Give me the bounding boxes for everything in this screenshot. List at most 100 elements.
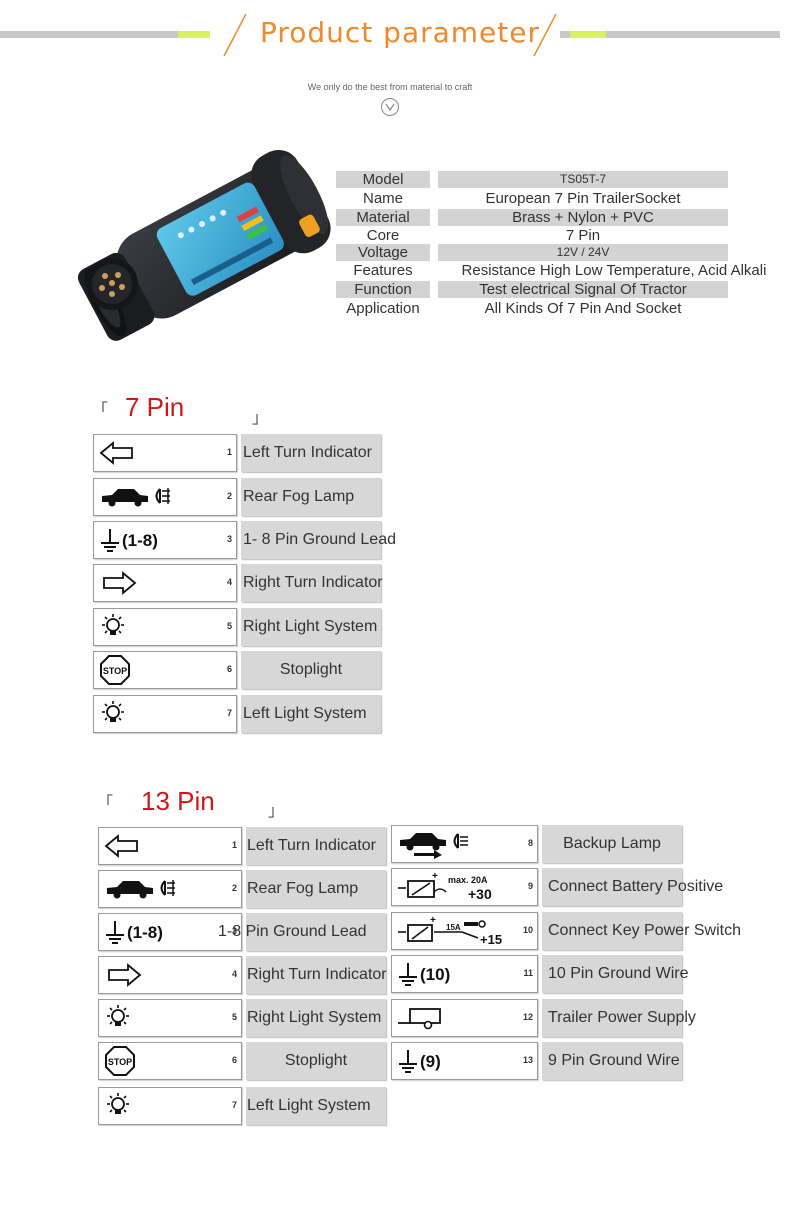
ground-icon: (1-8) (106, 921, 163, 944)
pin-number: 7 (231, 1100, 237, 1110)
pin-description-cell (246, 913, 386, 951)
spec-value: European 7 Pin TrailerSocket (485, 190, 681, 207)
reverse-car-icon (400, 833, 468, 859)
pin-icon-label: STOP (108, 1057, 132, 1067)
spec-row: Features Resistance High Low Temperature,… (336, 262, 796, 279)
pin-icon-cell: 12 (391, 999, 538, 1037)
bracket-open: 「 (97, 795, 114, 812)
pin-description: Left Turn Indicator (247, 837, 376, 854)
pin-description-cell (241, 434, 381, 472)
bracket-close: 」 (252, 410, 269, 427)
pin-number: 4 (226, 577, 232, 587)
ground-icon: (10) (399, 963, 450, 986)
pin-number: 13 (522, 1055, 533, 1065)
pin-description: Trailer Power Supply (548, 1009, 696, 1026)
pin-description-cell (246, 1087, 386, 1125)
pin-description: Right Turn Indicator (247, 966, 387, 983)
pin-icon-label: (9) (420, 1052, 441, 1071)
header-stripe-left (0, 31, 205, 38)
stop-icon: STOP (105, 1046, 135, 1076)
pin-number: 5 (231, 1012, 237, 1022)
pin-description-cell (246, 999, 386, 1037)
pin-description: Right Light System (243, 618, 378, 635)
bulb-icon (102, 614, 124, 635)
pin-description: Left Light System (243, 705, 367, 722)
spec-value: TS05T-7 (438, 171, 728, 188)
bulb-icon (102, 701, 124, 722)
spec-value: All Kinds Of 7 Pin And Socket (484, 300, 682, 317)
pin-description-cell (542, 955, 682, 993)
pin-icon-label-secondary: +30 (468, 886, 492, 902)
header-stripe-right (560, 31, 780, 38)
pin-description-cell (542, 999, 682, 1037)
pin-icon-cell: 1 (98, 827, 242, 865)
pin-icon-label-secondary: +15 (480, 932, 502, 947)
battery-icon: + max. 20A+30 (398, 872, 492, 902)
pin-icon-cell: + max. 20A+30 9 (391, 868, 538, 906)
pin-number: 7 (226, 708, 232, 718)
pin-icon-cell: (10)11 (391, 955, 538, 993)
trailer-icon (398, 1008, 441, 1030)
pin-description: Connect Battery Positive (548, 878, 724, 895)
bulb-icon (107, 1005, 129, 1026)
pin13-title: 13 Pin (141, 786, 215, 816)
pin-icon-cell: 2 (93, 478, 237, 516)
pin-icon-cell: (1-8) 3 (98, 913, 242, 951)
header-stripe-accent-right (570, 31, 606, 38)
pin-description-cell (241, 564, 381, 602)
pin-number: 6 (231, 1055, 237, 1065)
spec-row: Model TS05T-7 (336, 171, 796, 188)
key-battery-icon: +15A+15 (398, 916, 502, 947)
pin-description-cell (241, 608, 381, 646)
pin-icon-cell: 7 (98, 1087, 242, 1125)
pin-icon-cell: STOP 6 (93, 651, 237, 689)
pin-description-cell (542, 825, 682, 863)
pin-icon-cell: 4 (93, 564, 237, 602)
spec-row: Application All Kinds Of 7 Pin And Socket (336, 300, 796, 317)
header-slash-left (223, 13, 247, 57)
pin-number: 5 (226, 621, 232, 631)
spec-label: Function (336, 281, 430, 298)
spec-value: Resistance High Low Temperature, Acid Al… (461, 262, 767, 279)
pin-icon-label: STOP (103, 666, 127, 676)
pin-icon-label: max. 20A (448, 875, 488, 885)
spec-value: Brass + Nylon + PVC (438, 209, 728, 226)
pin-icon-label: (1-8) (127, 923, 163, 942)
pin7-title: 7 Pin (125, 392, 185, 422)
pin-number: 6 (226, 664, 232, 674)
spec-value: Test electrical Signal Of Tractor (438, 281, 728, 298)
pin-description-cell (241, 651, 381, 689)
pin-number: 3 (226, 534, 232, 544)
spec-label: Features (353, 262, 413, 279)
bracket-open: 「 (92, 402, 109, 419)
spec-label: Application (346, 300, 420, 317)
spec-row: Material Brass + Nylon + PVC (336, 209, 796, 226)
pin-description-cell (542, 912, 682, 950)
pin-number: 10 (522, 925, 533, 935)
pin-description-cell (241, 478, 381, 516)
pin-description: Rear Fog Lamp (247, 880, 359, 897)
pin-number: 8 (527, 838, 533, 848)
product-image (78, 149, 331, 341)
pin-number: 9 (527, 881, 533, 891)
page-title: Product parameter (259, 16, 541, 49)
spec-label: Model (336, 171, 430, 188)
fog-car-icon (102, 488, 170, 507)
spec-row: Function Test electrical Signal Of Tracto… (336, 281, 796, 298)
left-arrow-icon (104, 834, 138, 858)
bulb-icon (107, 1093, 129, 1114)
ground-icon: (1-8) (101, 529, 158, 552)
pin-icon-label: 15A (446, 923, 461, 932)
pin-number: 3 (231, 926, 237, 936)
pin-icon-cell: 7 (93, 695, 237, 733)
svg-text:+: + (432, 872, 438, 882)
pin-icon-cell: STOP 6 (98, 1042, 242, 1080)
pin-description-cell (246, 870, 386, 908)
pin-description: Right Turn Indicator (243, 574, 383, 591)
stop-icon: STOP (100, 655, 130, 685)
spec-label: Material (336, 209, 430, 226)
pin-description: 1- 8 Pin Ground Lead (243, 531, 396, 548)
